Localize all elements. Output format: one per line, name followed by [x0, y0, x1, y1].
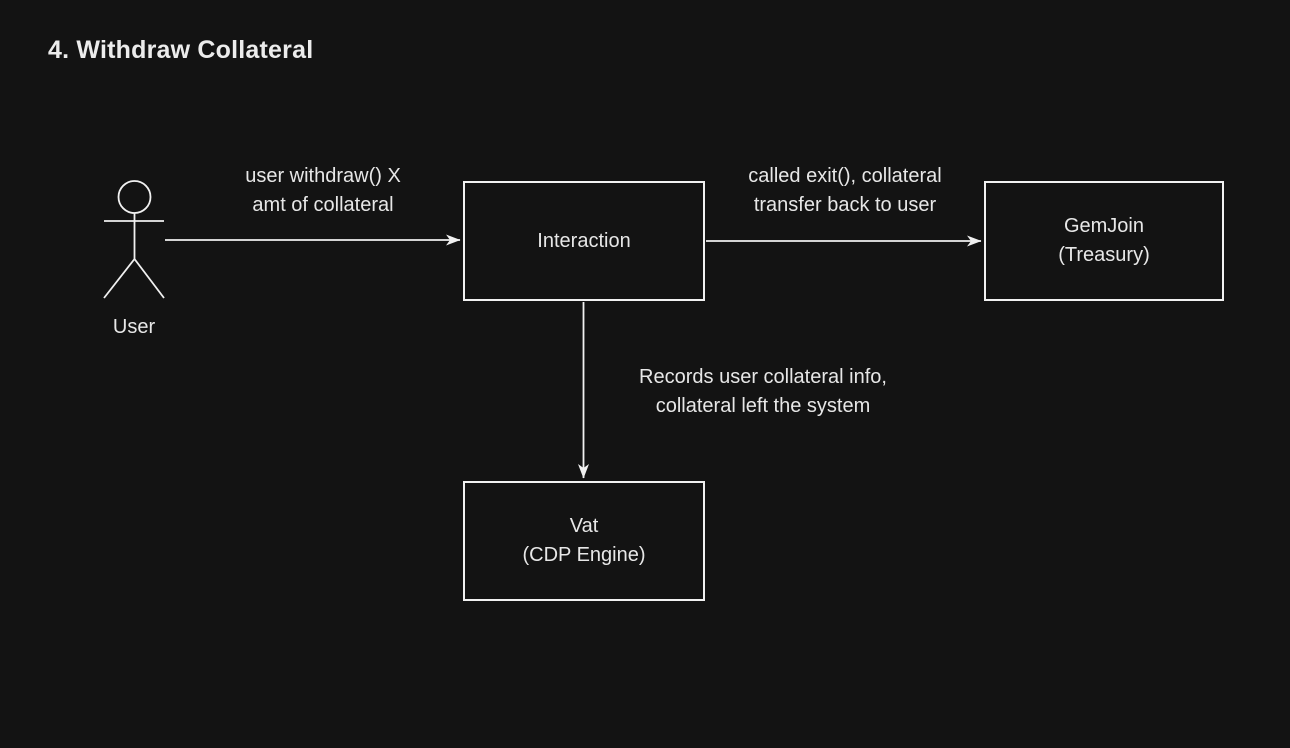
stick-figure-head: [117, 180, 152, 214]
node-vat-cdp-engine: Vat (CDP Engine): [463, 481, 705, 601]
node-gemjoin-label: GemJoin (Treasury): [1058, 215, 1150, 266]
node-vat-label: Vat (CDP Engine): [522, 515, 646, 566]
node-gemjoin-treasury: GemJoin (Treasury): [984, 181, 1224, 301]
diagram-title: 4. Withdraw Collateral: [48, 36, 314, 64]
edge-label-interaction-to-vat: Records user collateral info, collateral…: [639, 366, 887, 417]
stick-figure-right-leg: [133, 258, 165, 299]
node-interaction: Interaction: [463, 181, 705, 301]
edge-label-interaction-to-gemjoin: called exit(), collateral transfer back …: [748, 165, 942, 216]
actor-label-user: User: [112, 316, 156, 338]
stick-figure-icon: [103, 180, 165, 299]
node-interaction-label: Interaction: [537, 229, 631, 252]
edge-label-user-to-interaction: user withdraw() X amt of collateral: [245, 165, 401, 216]
stick-figure-left-leg: [103, 258, 136, 299]
